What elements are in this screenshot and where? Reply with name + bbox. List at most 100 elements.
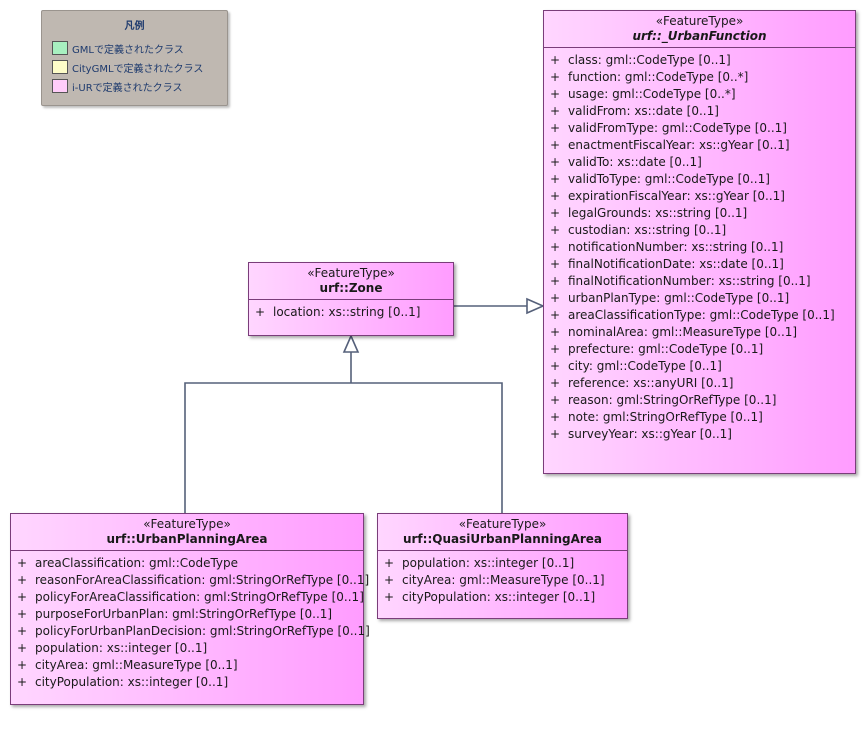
attribute-text: validFromType: gml::CodeType [0..1] — [568, 121, 787, 135]
attribute-text: cityPopulation: xs::integer [0..1] — [402, 590, 596, 604]
attribute-text: class: gml::CodeType [0..1] — [568, 53, 731, 67]
visibility-public-symbol: + — [550, 325, 561, 339]
class-attributes: +location: xs::string [0..1] — [249, 300, 453, 321]
attribute-text: finalNotificationDate: xs::date [0..1] — [568, 257, 784, 271]
attribute-row[interactable]: +reference: xs::anyURI [0..1] — [550, 375, 855, 392]
class-header: «FeatureType» urf::_UrbanFunction — [544, 11, 855, 48]
attribute-row[interactable]: + population: xs::integer [0..1] — [384, 555, 627, 572]
visibility-public-symbol: + — [384, 556, 395, 570]
visibility-public-symbol: + — [17, 641, 28, 655]
legend-item-iur: i-URで定義されたクラス — [52, 78, 182, 94]
attribute-row[interactable]: +note: gml:StringOrRefType [0..1] — [550, 409, 855, 426]
visibility-public-symbol: + — [550, 257, 561, 271]
generalization-arrowhead-urbanfunction — [526, 297, 545, 315]
attribute-row[interactable]: +validFrom: xs::date [0..1] — [550, 103, 855, 120]
class-header: «FeatureType» urf::UrbanPlanningArea — [11, 514, 363, 551]
attribute-text: areaClassificationType: gml::CodeType [0… — [568, 308, 835, 322]
class-name: urf::QuasiUrbanPlanningArea — [402, 532, 603, 546]
attribute-text: population: xs::integer [0..1] — [402, 556, 575, 570]
visibility-public-symbol: + — [17, 607, 28, 621]
class-urban-planning-area[interactable]: «FeatureType» urf::UrbanPlanningArea +ar… — [10, 513, 370, 705]
visibility-public-symbol: + — [17, 590, 28, 604]
attribute-row[interactable]: +finalNotificationNumber: xs::string [0.… — [550, 273, 855, 290]
visibility-public-symbol: + — [550, 240, 561, 254]
attribute-text: reason: gml:StringOrRefType [0..1] — [568, 393, 777, 407]
attribute-row[interactable]: +custodian: xs::string [0..1] — [550, 222, 855, 239]
legend-box: 凡例 GMLで定義されたクラス CityGMLで定義されたクラス i-URで定義… — [41, 10, 228, 106]
attribute-text: reasonForAreaClassification: gml:StringO… — [35, 573, 370, 587]
attribute-row[interactable]: + cityPopulation: xs::integer [0..1] — [384, 589, 627, 606]
legend-item-label: CityGMLで定義されたクラス — [72, 63, 204, 75]
attribute-row[interactable]: +areaClassification: gml::CodeType — [17, 555, 363, 572]
attribute-row[interactable]: +class: gml::CodeType [0..1] — [550, 52, 855, 69]
class-name: urf::_UrbanFunction — [632, 29, 767, 43]
attribute-text: nominalArea: gml::MeasureType [0..1] — [568, 325, 798, 339]
class-zone[interactable]: «FeatureType» urf::Zone +location: xs::s… — [248, 262, 454, 336]
attribute-row[interactable]: +legalGrounds: xs::string [0..1] — [550, 205, 855, 222]
attribute-row[interactable]: +notificationNumber: xs::string [0..1] — [550, 239, 855, 256]
attribute-row[interactable]: + policyForUrbanPlanDecision: gml:StringO… — [17, 623, 370, 640]
attribute-row[interactable]: +purposeForUrbanPlan: gml:StringOrRefTyp… — [17, 606, 363, 623]
attribute-row[interactable]: +validFromType: gml::CodeType [0..1] — [550, 120, 855, 137]
generalization-line-subclasses — [184, 382, 503, 513]
attribute-row[interactable]: +enactmentFiscalYear: xs::gYear [0..1] — [550, 137, 855, 154]
visibility-public-symbol: + — [17, 624, 28, 638]
visibility-public-symbol: + — [550, 359, 561, 373]
attribute-text: reference: xs::anyURI [0..1] — [568, 376, 734, 390]
attribute-text: validTo: xs::date [0..1] — [568, 155, 702, 169]
attribute-row[interactable]: +prefecture: gml::CodeType [0..1] — [550, 341, 855, 358]
visibility-public-symbol: + — [550, 189, 561, 203]
visibility-public-symbol: + — [550, 87, 561, 101]
attribute-text: prefecture: gml::CodeType [0..1] — [568, 342, 764, 356]
class-name: urf::UrbanPlanningArea — [106, 532, 268, 546]
legend-item-label: GMLで定義されたクラス — [72, 44, 184, 56]
attribute-row[interactable]: +population: xs::integer [0..1] — [17, 640, 363, 657]
attribute-row[interactable]: +cityArea: gml::MeasureType [0..1] — [384, 572, 627, 589]
attribute-row[interactable]: + nominalArea: gml::MeasureType [0..1] — [550, 324, 855, 341]
attribute-text: surveyYear: xs::gYear [0..1] — [568, 427, 732, 441]
attribute-row[interactable]: +reason: gml:StringOrRefType [0..1] — [550, 392, 855, 409]
attribute-row[interactable]: + policyForAreaClassification: gml:String… — [17, 589, 364, 606]
attribute-row[interactable]: +cityArea: gml::MeasureType [0..1] — [17, 657, 363, 674]
attribute-row[interactable]: + finalNotificationDate: xs::date [0..1] — [550, 256, 855, 273]
visibility-public-symbol: + — [17, 556, 28, 570]
attribute-row[interactable]: +location: xs::string [0..1] — [255, 304, 453, 321]
legend-swatch-citygml — [52, 60, 68, 74]
class-stereotype: «FeatureType» — [143, 517, 231, 531]
visibility-public-symbol: + — [384, 590, 395, 604]
attribute-text: urbanPlanType: gml::CodeType [0..1] — [568, 291, 790, 305]
attribute-row[interactable]: +validTo: xs::date [0..1] — [550, 154, 855, 171]
attribute-row[interactable]: +usage: gml::CodeType [0..*] — [550, 86, 855, 103]
visibility-public-symbol: + — [550, 70, 561, 84]
attribute-row[interactable]: +validToType: gml::CodeType [0..1] — [550, 171, 855, 188]
visibility-public-symbol: + — [550, 104, 561, 118]
legend-swatch-gml — [52, 41, 68, 55]
visibility-public-symbol: + — [550, 274, 561, 288]
visibility-public-symbol: + — [550, 172, 561, 186]
attribute-text: legalGrounds: xs::string [0..1] — [568, 206, 748, 220]
class-quasi-urban-planning-area[interactable]: «FeatureType» urf::QuasiUrbanPlanningAre… — [377, 513, 628, 619]
attribute-row[interactable]: +areaClassificationType: gml::CodeType [… — [550, 307, 855, 324]
class-stereotype: «FeatureType» — [458, 517, 547, 531]
attribute-text: policyForUrbanPlanDecision: gml:StringOr… — [35, 624, 370, 638]
attribute-row[interactable]: +reasonForAreaClassification: gml:String… — [17, 572, 369, 589]
attribute-row[interactable]: +city: gml::CodeType [0..1] — [550, 358, 855, 375]
legend-item-label: i-URで定義されたクラス — [72, 82, 183, 94]
class-header: «FeatureType» urf::QuasiUrbanPlanningAre… — [378, 514, 627, 551]
attribute-row[interactable]: + expirationFiscalYear: xs::gYear [0..1] — [550, 188, 855, 205]
visibility-public-symbol: + — [255, 305, 266, 319]
visibility-public-symbol: + — [17, 658, 28, 672]
attribute-text: expirationFiscalYear: xs::gYear [0..1] — [568, 189, 785, 203]
class-name: urf::Zone — [319, 281, 383, 295]
legend-item-citygml: CityGMLで定義されたクラス — [52, 59, 203, 75]
attribute-row[interactable]: +urbanPlanType: gml::CodeType [0..1] — [550, 290, 855, 307]
attribute-row[interactable]: +surveyYear: xs::gYear [0..1] — [550, 426, 855, 443]
attribute-text: enactmentFiscalYear: xs::gYear [0..1] — [568, 138, 790, 152]
class-urban-function[interactable]: «FeatureType» urf::_UrbanFunction +class… — [543, 10, 856, 474]
class-stereotype: «FeatureType» — [307, 266, 395, 280]
attribute-row[interactable]: +function: gml::CodeType [0..*] — [550, 69, 855, 86]
attribute-text: policyForAreaClassification: gml:StringO… — [35, 590, 364, 604]
attribute-row[interactable]: +cityPopulation: xs::integer [0..1] — [17, 674, 363, 691]
class-attributes: +class: gml::CodeType [0..1]+function: g… — [544, 48, 855, 443]
